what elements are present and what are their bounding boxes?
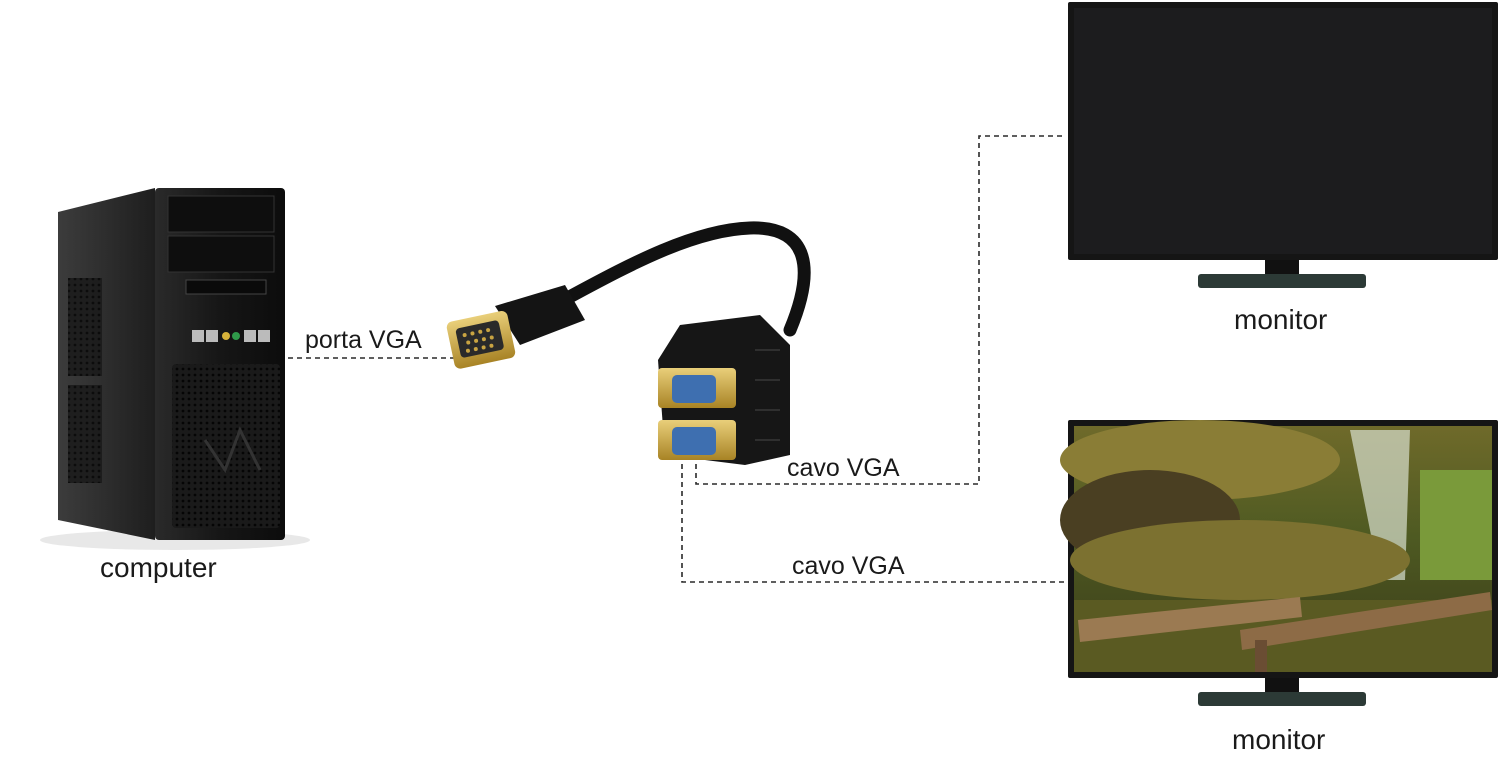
monitor-screen-landscape bbox=[1060, 420, 1492, 672]
vga-cable-label-bottom: cavo VGA bbox=[792, 552, 905, 581]
vga-cable-label-top: cavo VGA bbox=[787, 454, 900, 483]
vga-splitter-head bbox=[658, 315, 790, 465]
monitor-top bbox=[1068, 2, 1498, 288]
vga-port-label: porta VGA bbox=[305, 326, 422, 355]
vga-splitter-cable bbox=[446, 228, 805, 465]
vga-male-plug bbox=[446, 285, 585, 370]
monitor-bottom bbox=[1060, 420, 1498, 706]
monitor-bottom-label: monitor bbox=[1232, 724, 1325, 756]
computer-label: computer bbox=[100, 552, 217, 584]
monitor-top-label: monitor bbox=[1234, 304, 1327, 336]
computer-tower bbox=[40, 188, 310, 550]
